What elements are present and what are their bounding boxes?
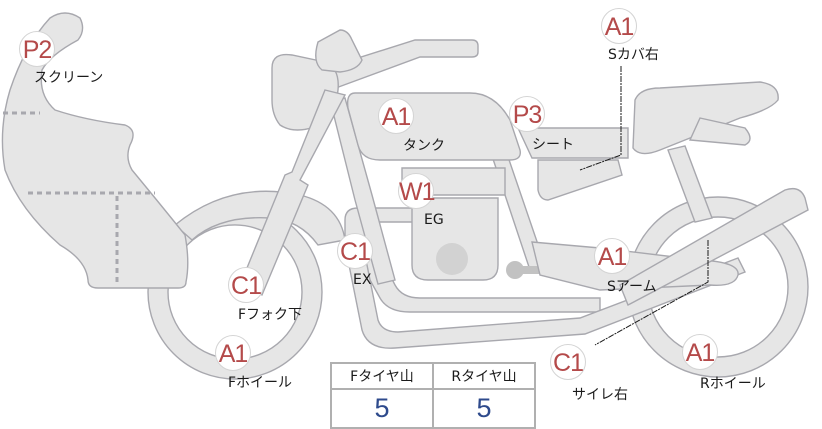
grade-badge: P3: [509, 96, 545, 132]
meter-shape: [315, 29, 363, 73]
engine-case-shape: [436, 243, 468, 275]
part-label: サイレ右: [572, 387, 628, 403]
part-label: Fホイール: [228, 375, 293, 391]
frame-shape: [329, 97, 396, 285]
rear-wheel-shape: [627, 196, 809, 378]
part-label: EX: [353, 272, 372, 288]
grade-badge: A1: [682, 334, 718, 370]
rear-tire-value: 5: [432, 388, 536, 429]
grade-badge: C1: [550, 344, 586, 380]
tail-shape: [688, 117, 751, 146]
tire-tread-table: Fタイヤ山 Rタイヤ山 5 5: [330, 362, 536, 429]
part-label: Sアーム: [607, 279, 657, 295]
part-label: Sカバ右: [608, 47, 659, 63]
tire-table-value-row: 5 5: [330, 388, 536, 429]
rear-shock-shape: [667, 145, 713, 223]
part-label: スクリーン: [34, 70, 104, 86]
grade-badge: W1: [398, 173, 436, 209]
leader-lines: [579, 66, 709, 346]
fairing-section-lines: [3, 111, 155, 285]
handlebar-shape: [319, 39, 479, 93]
engine-shape: [411, 197, 499, 281]
part-label: タンク: [403, 138, 445, 154]
chain-guard-shape: [619, 187, 809, 306]
front-tire-header: Fタイヤ山: [330, 362, 434, 390]
grade-badge: A1: [215, 335, 251, 371]
front-fork-shape: [239, 89, 347, 296]
muffler-pipe-shape: [344, 239, 746, 349]
rear-tire-header: Rタイヤ山: [432, 362, 536, 390]
grade-badge: A1: [378, 98, 414, 134]
front-tire-value: 5: [330, 388, 434, 429]
seat-front-shape: [516, 127, 629, 159]
part-label: Rホイール: [700, 376, 766, 392]
tire-table-header-row: Fタイヤ山 Rタイヤ山: [330, 362, 536, 390]
seat-shape: [632, 81, 779, 155]
grade-badge: A1: [601, 8, 637, 44]
part-label: シート: [532, 137, 574, 153]
side-cover-shape: [537, 159, 623, 201]
part-label: Fフォク下: [238, 307, 303, 323]
grade-badge: C1: [228, 267, 264, 303]
grade-badge: A1: [594, 238, 630, 274]
part-label: EG: [424, 212, 444, 228]
grade-badge: P2: [19, 31, 55, 67]
grade-badge: C1: [337, 233, 373, 269]
